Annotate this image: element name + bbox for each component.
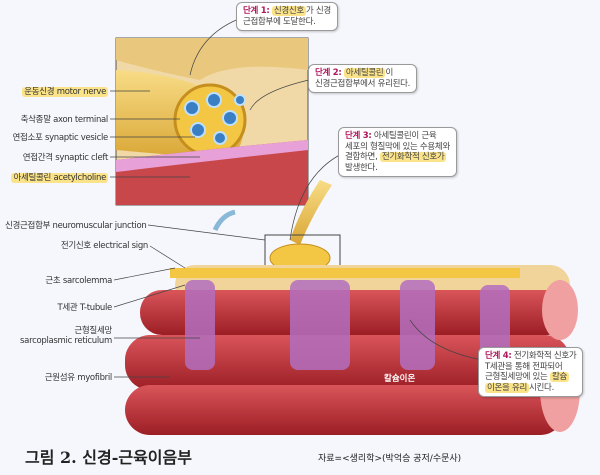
label-t-tubule: T세관 T-tubule <box>57 303 112 313</box>
label-synaptic-cleft: 연접간격 synaptic cleft <box>22 153 109 163</box>
figure-caption: 그림 2. 신경-근육이음부 <box>25 448 192 467</box>
label-synaptic-vesicle: 연접소포 synaptic vesicle <box>12 133 108 143</box>
label-acetylcholine: 아세틸콜린 acetylcholine <box>11 173 108 183</box>
label-myofibril: 근원섬유 myofibril <box>44 373 113 383</box>
figure-source: 자료=<생리학>(박억승 공저/수문사) <box>318 454 462 464</box>
zoom-arrow <box>212 209 236 232</box>
label-electrical-sign: 전기신호 electrical sign <box>60 241 148 251</box>
label-axon-terminal: 축삭종말 axon terminal <box>20 115 109 125</box>
label-neuromuscular-junction: 신경근접합부 neuromuscular junction <box>5 221 147 231</box>
label-sarcolemma: 근초 sarcolemma <box>45 276 112 286</box>
label-calcium-ion: 칼슘이온 <box>384 374 416 384</box>
label-motor-nerve: 운동신경 motor nerve <box>22 87 108 97</box>
muscle-fiber <box>125 265 580 435</box>
inset-zoom-view <box>115 37 309 206</box>
